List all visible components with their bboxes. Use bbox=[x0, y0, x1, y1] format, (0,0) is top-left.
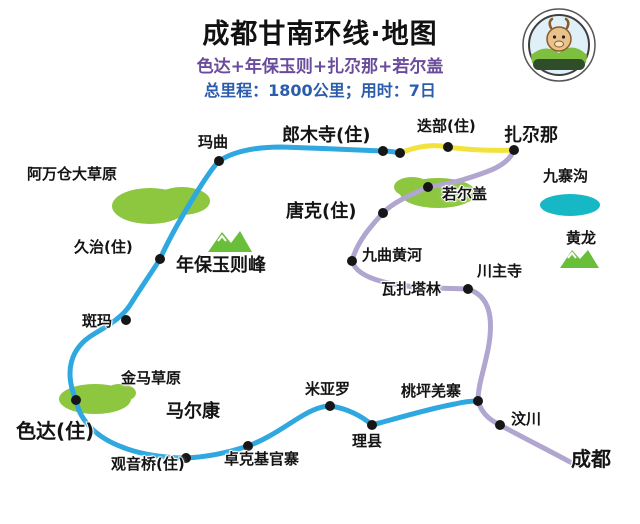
waypoint-dot-ruoergai bbox=[423, 182, 433, 192]
route-highlights: 色达+年保玉则+扎尕那+若尔盖 bbox=[196, 57, 444, 77]
mascot-muzzle bbox=[554, 40, 564, 48]
grassland-blob bbox=[154, 187, 210, 215]
waypoint-dot-jiuzhi bbox=[155, 254, 165, 264]
mountain-peaks bbox=[208, 231, 252, 252]
waypoint-dot-langmusi bbox=[378, 146, 388, 156]
route-main-north bbox=[67, 144, 403, 403]
waypoint-dot-diebu bbox=[443, 142, 453, 152]
mascot-logo-graphic bbox=[522, 8, 596, 82]
waypoint-dot-junction bbox=[395, 148, 405, 158]
label-awancang-grassland: 阿万仓大草原 bbox=[27, 165, 118, 183]
waypoint-dots bbox=[71, 142, 519, 463]
mascot-eye bbox=[561, 35, 566, 39]
waypoint-dot-zhuokeji bbox=[243, 441, 253, 451]
route-spur-yellow bbox=[397, 143, 517, 156]
waypoint-dot-guanyinqiao bbox=[181, 453, 191, 463]
mascot-eye bbox=[552, 35, 557, 39]
trip-stats: 总里程：1800公里；用时：7日 bbox=[204, 81, 436, 100]
label-huanglong: 黄龙 bbox=[566, 229, 597, 247]
label-lixian: 理县 bbox=[352, 432, 383, 450]
mascot-logo bbox=[520, 6, 598, 84]
label-seda: 色达(住) bbox=[16, 419, 95, 443]
waypoint-dot-taoping bbox=[473, 396, 483, 406]
snow-cap bbox=[567, 251, 577, 259]
mascot-antlers bbox=[548, 17, 570, 30]
label-zhuokeji-guanzhai: 卓克基官寨 bbox=[224, 450, 300, 468]
mountain-peaks bbox=[560, 250, 599, 268]
label-langmusi: 郎木寺(住) bbox=[282, 125, 371, 146]
waypoint-dot-maqu bbox=[214, 156, 224, 166]
label-maqu: 玛曲 bbox=[198, 133, 229, 151]
route-return-purple bbox=[349, 147, 575, 466]
label-taoping-qiang-village: 桃坪羌寨 bbox=[401, 382, 462, 400]
logo-banner bbox=[533, 59, 585, 70]
label-tangke: 唐克(住) bbox=[286, 201, 357, 222]
label-jiuzhaigou: 九寨沟 bbox=[543, 167, 589, 185]
mountain-icon-huanglong bbox=[560, 250, 599, 268]
label-jiuqu-yellow-river: 九曲黄河 bbox=[362, 246, 423, 264]
label-jinma-grassland: 金马草原 bbox=[121, 369, 182, 387]
page-title: 成都甘南环线·地图 bbox=[202, 19, 438, 50]
label-jiuzhi: 久治(住) bbox=[74, 238, 133, 256]
lake-jiuzhaigou bbox=[540, 194, 600, 216]
label-guanyinqiao: 观音桥(住) bbox=[111, 455, 185, 473]
label-ruoergai: 若尔盖 bbox=[442, 185, 488, 203]
label-maerkang: 马尔康 bbox=[166, 401, 220, 422]
waypoint-dot-jiuquhuanghe bbox=[347, 256, 357, 266]
label-chengdu: 成都 bbox=[571, 447, 611, 471]
waypoint-dot-wenchuan bbox=[495, 420, 505, 430]
route-main-south bbox=[73, 397, 481, 461]
waypoint-dot-chuanzhusi bbox=[463, 284, 473, 294]
waypoint-dot-zhagana bbox=[509, 145, 519, 155]
label-nianbaoyuze-peak: 年保玉则峰 bbox=[176, 255, 266, 276]
waypoint-dot-banma bbox=[121, 315, 131, 325]
grassland-blob bbox=[104, 384, 136, 402]
mountain-icon-nianbaoyuze bbox=[208, 231, 252, 252]
label-chuanzhusi: 川主寺 bbox=[477, 262, 523, 280]
label-wenchuan: 汶川 bbox=[511, 410, 542, 428]
waypoint-dot-miyaluo bbox=[325, 401, 335, 411]
label-wazhatalin: 瓦扎塔林 bbox=[381, 280, 442, 298]
mascot-head bbox=[546, 26, 572, 52]
snow-cap bbox=[217, 234, 227, 242]
label-diebu: 迭部(住) bbox=[417, 117, 476, 135]
waypoint-dot-lixian bbox=[367, 420, 377, 430]
label-miyaluo: 米亚罗 bbox=[305, 380, 351, 398]
waypoint-dot-tangke bbox=[378, 208, 388, 218]
waypoint-dot-seda bbox=[71, 395, 81, 405]
label-zhagana: 扎尕那 bbox=[504, 125, 558, 146]
label-banma: 斑玛 bbox=[82, 312, 113, 330]
